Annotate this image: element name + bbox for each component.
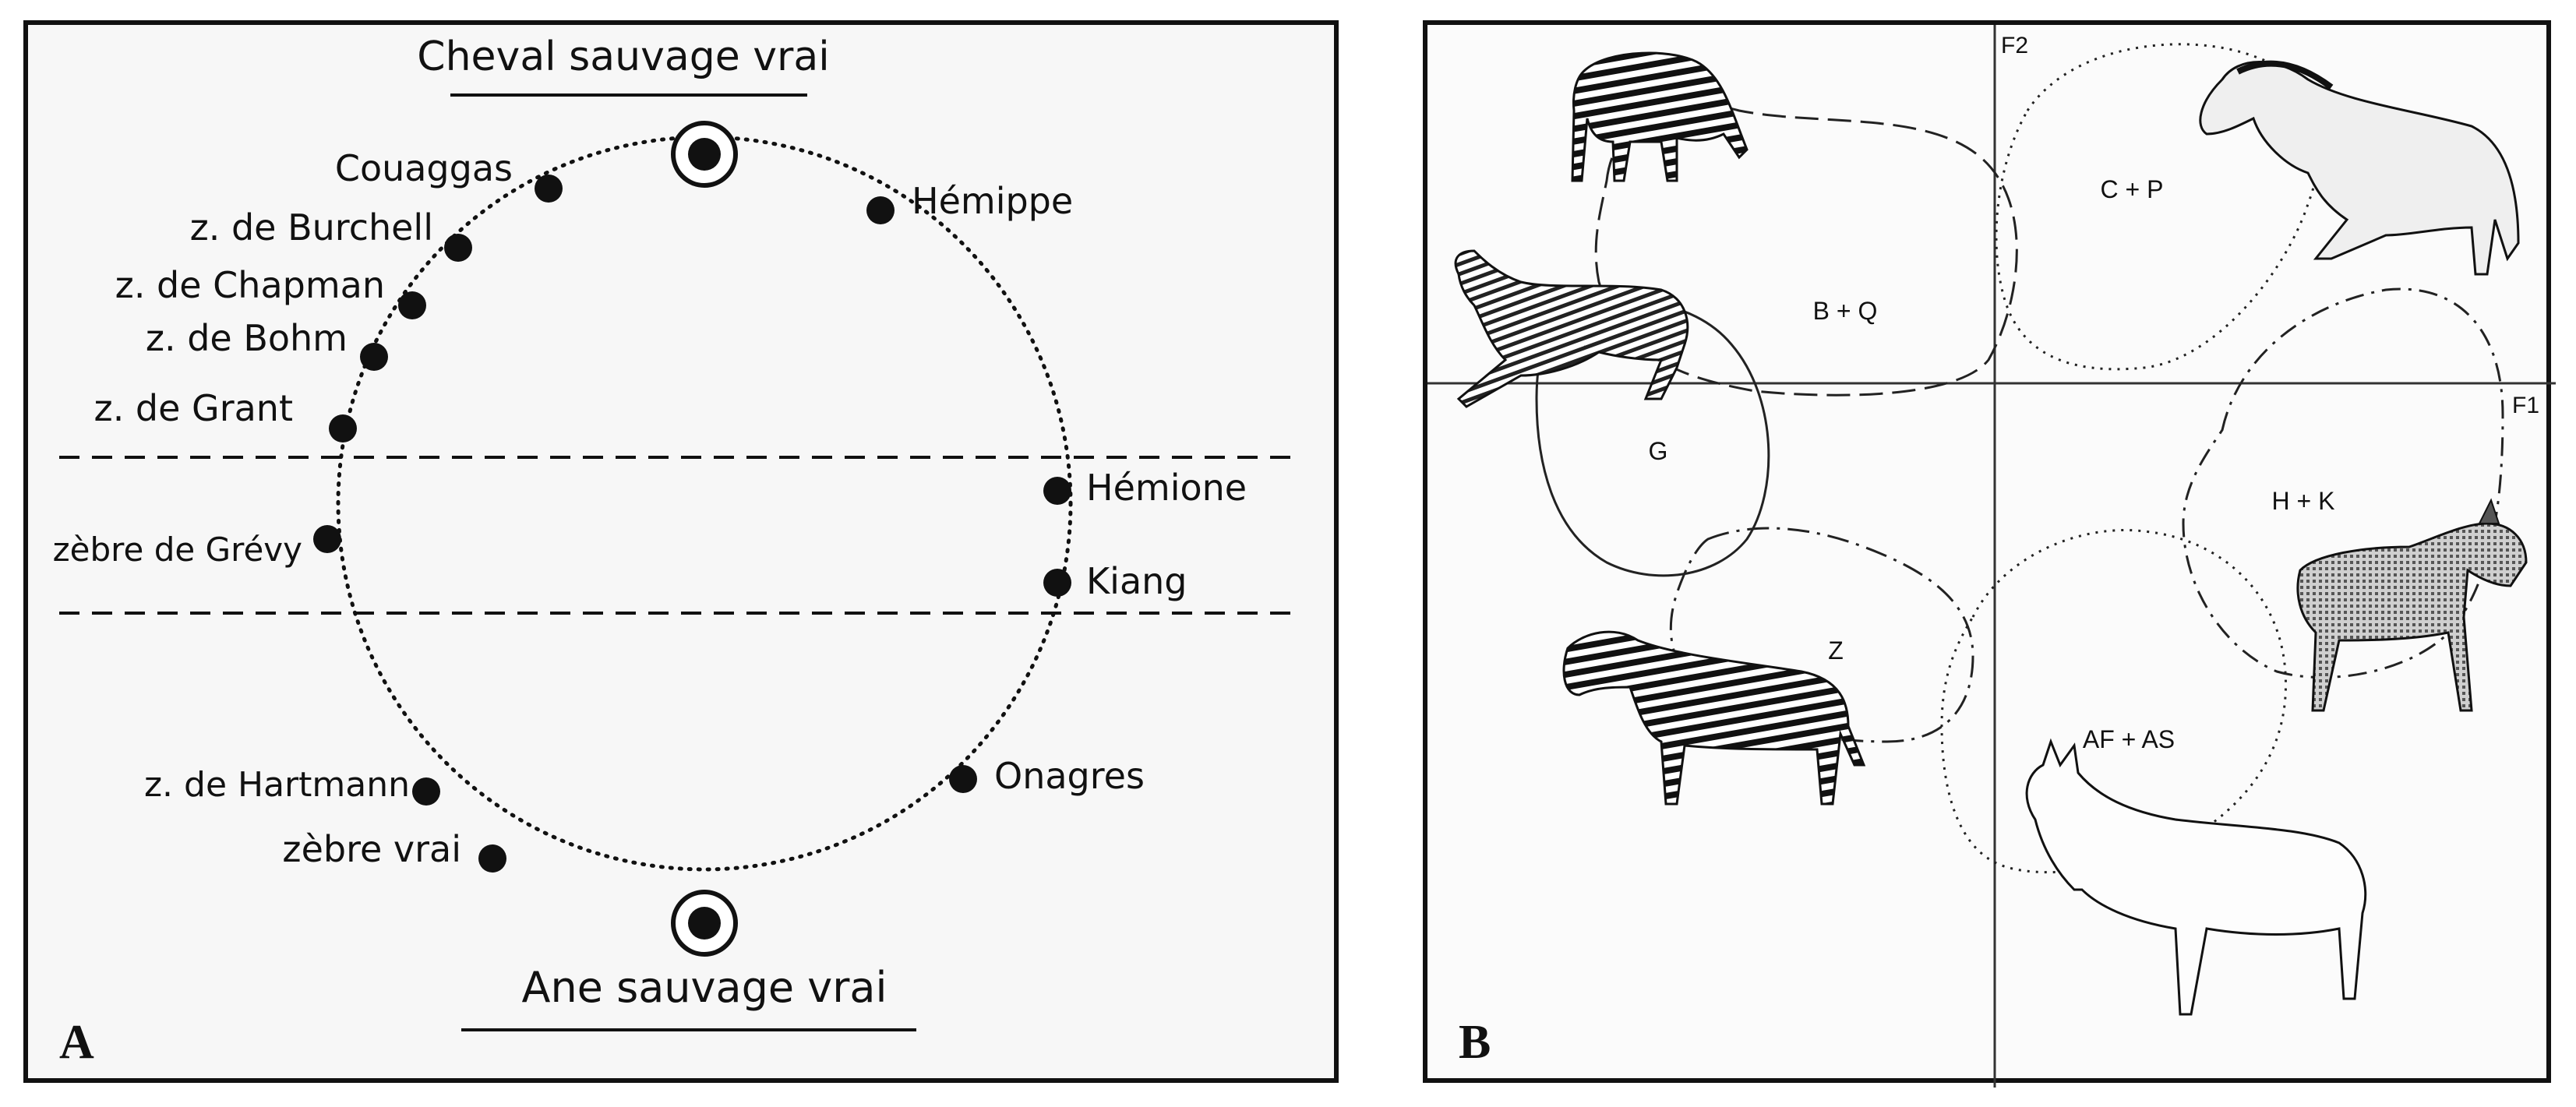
bottom-target-marker [673, 892, 736, 954]
group-label-b-q: B + Q [1813, 297, 1878, 325]
dot-onagres [949, 765, 977, 793]
label-grant: z. de Grant [94, 387, 293, 429]
group-label-g: G [1649, 437, 1668, 465]
group-label-c-p: C + P [2101, 175, 2164, 203]
label-onagres: Onagres [994, 755, 1145, 797]
group-label-z: Z [1828, 636, 1844, 665]
group-label-h-k: H + K [2272, 487, 2335, 515]
top-title: Cheval sauvage vrai [417, 33, 829, 80]
label-couaggas: Couaggas [335, 147, 513, 189]
dot-kiang [1043, 569, 1071, 597]
dot-grant [329, 414, 357, 442]
label-bohm: z. de Bohm [146, 317, 348, 359]
label-hemione: Hémione [1086, 467, 1247, 509]
panel-a-diagram: Cheval sauvage vrai Ane sauvage vrai Cou… [28, 25, 1343, 1088]
dot-zebre-vrai [478, 844, 506, 873]
label-kiang: Kiang [1086, 560, 1187, 602]
dot-hartmann [412, 777, 440, 806]
label-hemippe: Hémippe [912, 180, 1073, 222]
panel-b-letter: B [1459, 1016, 1491, 1069]
panel-b-diagram: F1 F2 B + Q C + P G Z H + K AF + AS [1427, 25, 2556, 1088]
bottom-title: Ane sauvage vrai [522, 963, 887, 1012]
label-burchell: z. de Burchell [190, 206, 433, 249]
dot-bohm [360, 343, 388, 371]
dot-burchell [444, 234, 472, 262]
dot-chapman [398, 291, 426, 319]
zebra-grazing-icon [1572, 53, 1747, 181]
onager-icon [2298, 500, 2526, 710]
panel-a-letter: A [59, 1016, 94, 1069]
panel-a: Cheval sauvage vrai Ane sauvage vrai Cou… [23, 20, 1339, 1083]
axis-f1-label: F1 [2512, 393, 2539, 418]
dot-hemione [1043, 477, 1071, 505]
label-grevy: zèbre de Grévy [53, 531, 302, 569]
top-target-marker [673, 123, 736, 185]
label-zebre-vrai: zèbre vrai [282, 828, 461, 870]
dot-couaggas [535, 175, 563, 203]
axis-f2-label: F2 [2001, 33, 2028, 58]
label-hartmann: z. de Hartmann [144, 765, 410, 805]
przewalski-horse-icon [2200, 62, 2518, 275]
dot-grevy [313, 525, 341, 553]
panel-b: F1 F2 B + Q C + P G Z H + K AF + AS [1423, 20, 2551, 1083]
grevy-zebra-icon [1564, 632, 1864, 804]
dot-hemippe [866, 196, 895, 224]
donkey-icon [2027, 742, 2366, 1014]
group-label-af-as: AF + AS [2083, 725, 2175, 753]
label-chapman: z. de Chapman [115, 264, 385, 306]
